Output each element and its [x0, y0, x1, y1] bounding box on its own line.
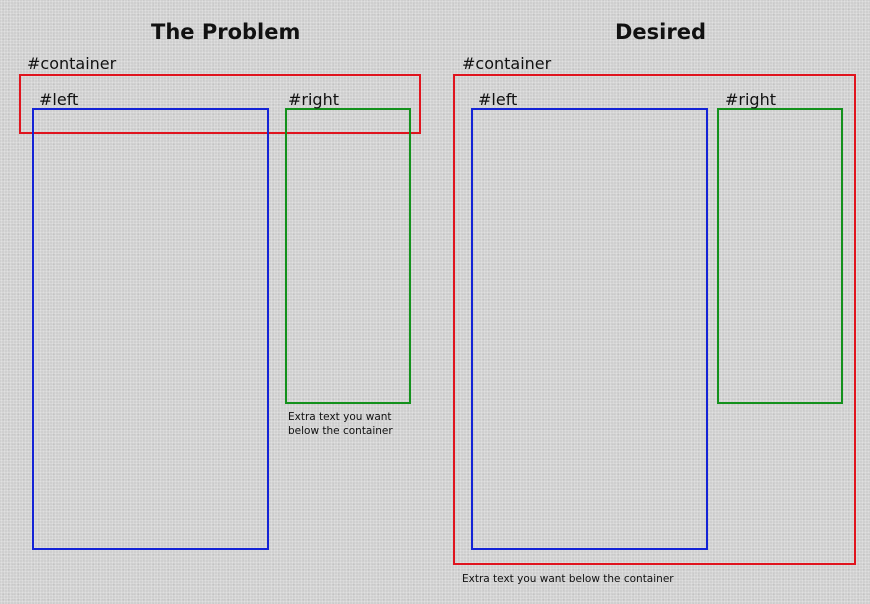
problem-title: The Problem: [151, 20, 301, 44]
problem-left-box: [32, 108, 269, 550]
problem-container-label: #container: [27, 54, 117, 73]
problem-right-box: [285, 108, 411, 404]
problem-right-label: #right: [288, 90, 339, 109]
desired-right-box: [717, 108, 843, 404]
desired-title: Desired: [615, 20, 707, 44]
desired-left-box: [471, 108, 708, 550]
desired-extra-text: Extra text you want below the container: [462, 573, 674, 585]
problem-container-box: [19, 74, 421, 134]
desired-right-label: #right: [725, 90, 776, 109]
desired-container-box: [453, 74, 856, 565]
desired-left-label: #left: [478, 90, 518, 109]
problem-extra-text: Extra text you want below the container: [288, 411, 393, 437]
problem-left-label: #left: [39, 90, 79, 109]
desired-container-label: #container: [462, 54, 552, 73]
